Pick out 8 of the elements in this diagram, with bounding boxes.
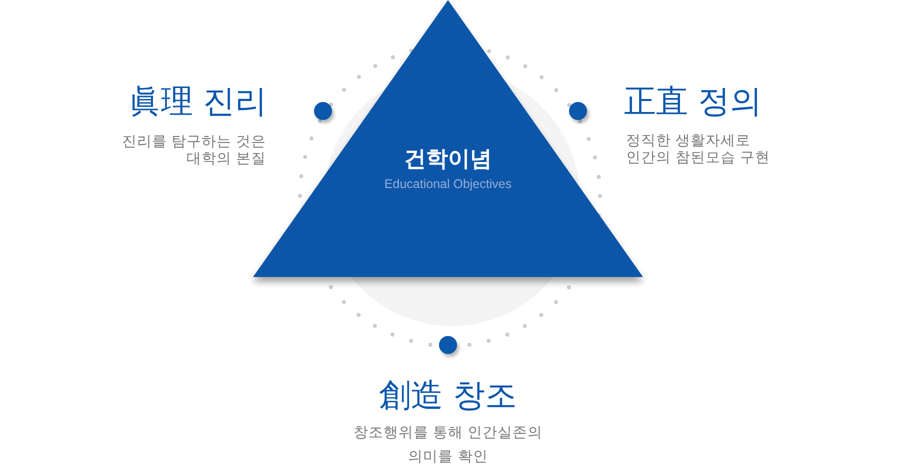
value-description: 진리를 탐구하는 것은 대학의 본질 bbox=[120, 134, 266, 168]
value-heading: 眞理 진리 bbox=[128, 81, 267, 121]
value-description: 창조행위를 통해 인간실존의 의미를 확인 bbox=[352, 424, 544, 465]
center-title: 건학이념 bbox=[404, 146, 492, 174]
center-subtitle: Educational Objectives bbox=[384, 176, 512, 192]
value-heading: 創造 창조 bbox=[378, 375, 518, 415]
value-heading: 正直 정의 bbox=[624, 81, 762, 121]
value-description: 정직한 생활자세로 인간의 참된모습 구현 bbox=[626, 133, 772, 167]
